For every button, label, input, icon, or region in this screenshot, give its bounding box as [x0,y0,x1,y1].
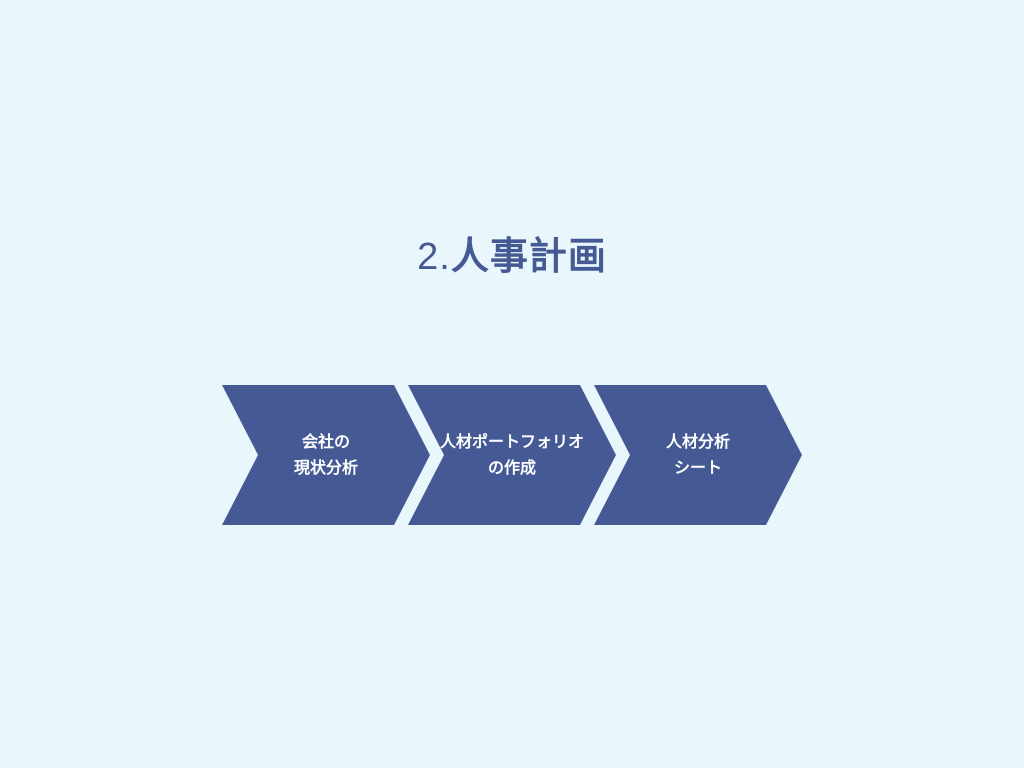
title-text: 人事計画 [450,234,607,278]
title-number: 2. [417,236,451,278]
step-3-label: 人材分析 シート [665,432,730,477]
step-1-chevron [222,385,430,525]
step-2-label: 人材ポートフォリオ の作成 [439,432,584,477]
step-3-chevron [594,385,802,525]
page-title: 2.人事計画 [0,228,1024,285]
step-2-chevron [408,385,616,525]
step-1-label: 会社の 現状分析 [293,432,358,477]
